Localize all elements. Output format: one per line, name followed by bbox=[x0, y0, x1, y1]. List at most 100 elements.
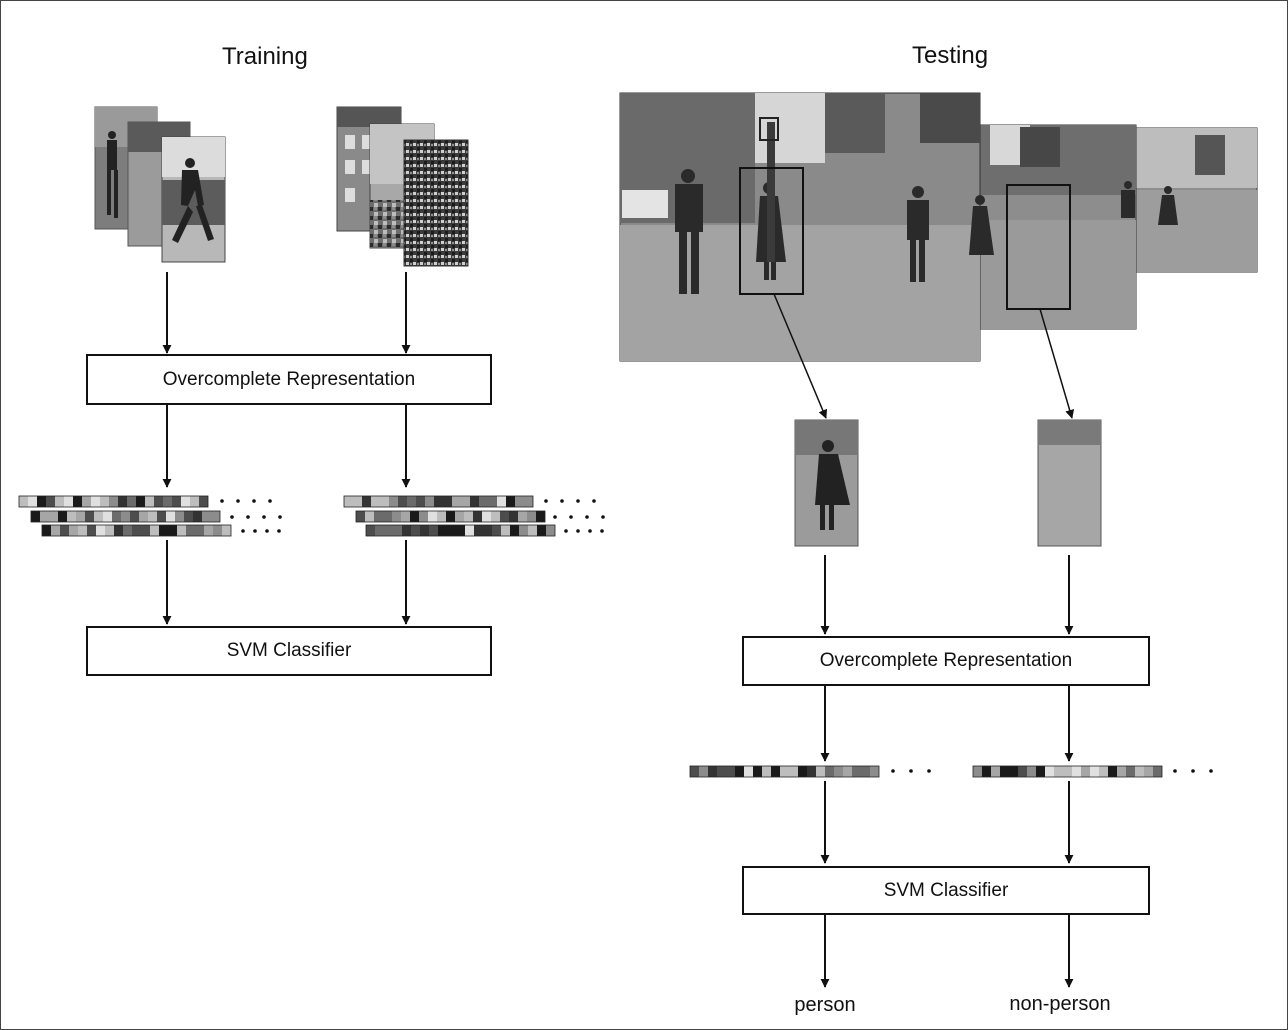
feature-cell bbox=[455, 511, 464, 522]
continuation-dot bbox=[268, 499, 272, 503]
continuation-dot bbox=[253, 529, 257, 533]
feature-cell bbox=[145, 496, 154, 507]
continuation-dot bbox=[560, 499, 564, 503]
crop-arrows bbox=[773, 293, 1075, 419]
feature-cell bbox=[177, 525, 186, 536]
feature-cell bbox=[465, 525, 474, 536]
feature-cell bbox=[132, 525, 141, 536]
training-vector-pos-2 bbox=[30, 510, 221, 523]
feature-cell bbox=[411, 525, 420, 536]
feature-cell bbox=[42, 525, 51, 536]
continuation-dot bbox=[241, 529, 245, 533]
feature-cell bbox=[181, 496, 190, 507]
continuation-dot bbox=[576, 529, 580, 533]
continuation-dot bbox=[891, 769, 895, 773]
feature-cell bbox=[1054, 766, 1063, 777]
test-image-stack bbox=[619, 92, 1258, 362]
continuation-dot bbox=[1209, 769, 1213, 773]
feature-cell bbox=[204, 525, 213, 536]
feature-cell bbox=[213, 525, 222, 536]
feature-cell bbox=[474, 525, 483, 536]
feature-cell bbox=[114, 525, 123, 536]
feature-cell bbox=[425, 496, 434, 507]
continuation-dot bbox=[544, 499, 548, 503]
feature-cell bbox=[1108, 766, 1117, 777]
feature-cell bbox=[393, 525, 402, 536]
feature-cell bbox=[202, 511, 211, 522]
feature-cell bbox=[519, 525, 528, 536]
feature-cell bbox=[762, 766, 771, 777]
feature-cell bbox=[136, 496, 145, 507]
feature-cell bbox=[402, 525, 411, 536]
continuation-dot bbox=[600, 529, 604, 533]
continuation-dot bbox=[909, 769, 913, 773]
feature-cell bbox=[362, 496, 371, 507]
feature-cell bbox=[452, 496, 461, 507]
feature-cell bbox=[488, 496, 497, 507]
cropped-window-person bbox=[794, 419, 859, 547]
feature-cell bbox=[1090, 766, 1099, 777]
feature-cell bbox=[482, 511, 491, 522]
feature-cell bbox=[96, 525, 105, 536]
feature-cell bbox=[1027, 766, 1036, 777]
continuation-dot bbox=[592, 499, 596, 503]
feature-cell bbox=[366, 525, 375, 536]
training-vector-neg-3 bbox=[365, 524, 556, 537]
output-label-non-person: non-person bbox=[1009, 993, 1111, 1015]
feature-cell bbox=[139, 511, 148, 522]
feature-cell bbox=[55, 496, 64, 507]
feature-cell bbox=[64, 496, 73, 507]
feature-cell bbox=[190, 496, 199, 507]
feature-cell bbox=[87, 525, 96, 536]
feature-cell bbox=[60, 525, 69, 536]
feature-cell bbox=[1117, 766, 1126, 777]
feature-cell bbox=[82, 496, 91, 507]
feature-cell bbox=[1018, 766, 1027, 777]
continuation-dot bbox=[277, 529, 281, 533]
feature-cell bbox=[492, 525, 501, 536]
feature-cell bbox=[73, 496, 82, 507]
feature-cell bbox=[1126, 766, 1135, 777]
continuation-dot bbox=[262, 515, 266, 519]
feature-cell bbox=[527, 511, 536, 522]
feature-cell bbox=[973, 766, 982, 777]
feature-cell bbox=[398, 496, 407, 507]
feature-cell bbox=[150, 525, 159, 536]
continuation-dot bbox=[252, 499, 256, 503]
feature-cell bbox=[76, 511, 85, 522]
feature-cell bbox=[118, 496, 127, 507]
feature-cell bbox=[1063, 766, 1072, 777]
cropped-window-background bbox=[1037, 419, 1102, 547]
feature-cell bbox=[371, 496, 380, 507]
feature-cell bbox=[69, 525, 78, 536]
feature-cell bbox=[85, 511, 94, 522]
feature-cell bbox=[438, 525, 447, 536]
feature-cell bbox=[392, 511, 401, 522]
feature-cell bbox=[344, 496, 353, 507]
feature-cell bbox=[389, 496, 398, 507]
feature-cell bbox=[443, 496, 452, 507]
feature-cell bbox=[186, 525, 195, 536]
continuation-dot bbox=[230, 515, 234, 519]
continuation-dot bbox=[1191, 769, 1195, 773]
feature-cell bbox=[843, 766, 852, 777]
testing-svm-classifier-box: SVM Classifier bbox=[742, 866, 1150, 915]
feature-cell bbox=[175, 511, 184, 522]
feature-cell bbox=[37, 496, 46, 507]
feature-cell bbox=[491, 511, 500, 522]
feature-cell bbox=[428, 511, 437, 522]
feature-cell bbox=[148, 511, 157, 522]
feature-cell bbox=[483, 525, 492, 536]
feature-cell bbox=[40, 511, 49, 522]
feature-cell bbox=[1036, 766, 1045, 777]
feature-cell bbox=[744, 766, 753, 777]
continuation-dot bbox=[236, 499, 240, 503]
training-vector-pos-1 bbox=[18, 495, 209, 508]
training-feature-vectors bbox=[18, 495, 605, 537]
feature-cell bbox=[163, 496, 172, 507]
feature-cell bbox=[447, 525, 456, 536]
feature-cell bbox=[429, 525, 438, 536]
feature-cell bbox=[141, 525, 150, 536]
feature-cell bbox=[546, 525, 555, 536]
